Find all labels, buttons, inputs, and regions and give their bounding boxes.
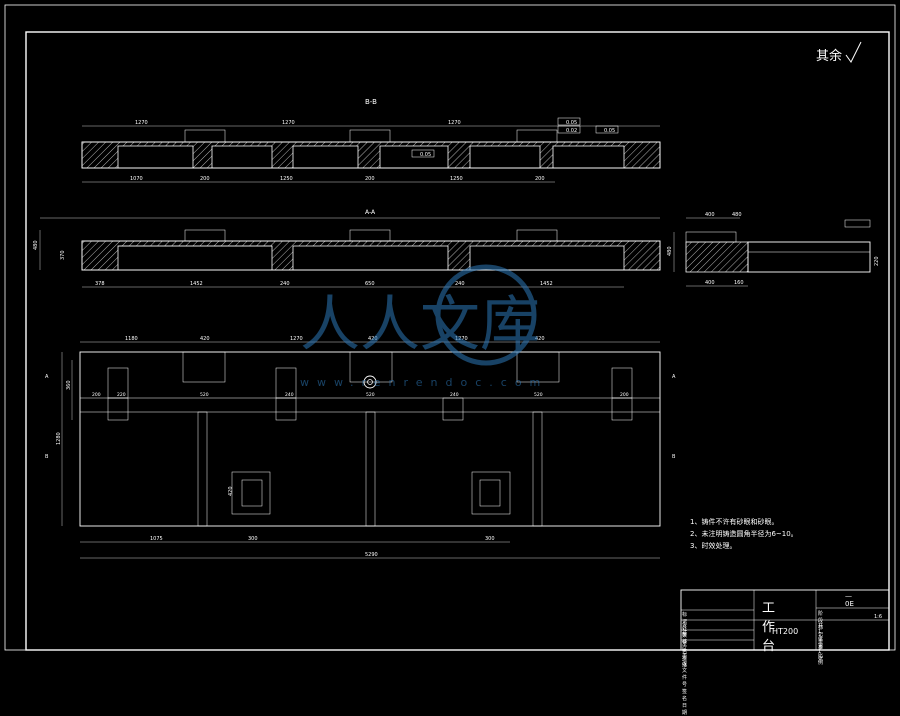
svg-text:0.05: 0.05	[604, 128, 615, 134]
svg-text:480: 480	[732, 212, 742, 218]
svg-text:240: 240	[455, 281, 465, 287]
svg-text:1180: 1180	[125, 336, 138, 342]
svg-text:www.renrendoc.com: www.renrendoc.com	[300, 376, 548, 389]
drawing-number: —0E	[845, 592, 854, 608]
svg-text:378: 378	[95, 281, 105, 287]
svg-text:370: 370	[60, 250, 66, 260]
svg-text:520: 520	[534, 392, 543, 398]
svg-text:1270: 1270	[455, 336, 468, 342]
svg-text:420: 420	[535, 336, 545, 342]
part-name: 工作台	[762, 601, 776, 654]
svg-text:220: 220	[874, 256, 880, 266]
svg-text:1270: 1270	[290, 336, 303, 342]
svg-text:200: 200	[365, 176, 375, 182]
svg-text:0.02: 0.02	[566, 128, 577, 134]
section-bb: B-B 1270 1270 1270 0.05 0.02 0.05 0.05 1…	[81, 98, 661, 183]
left-row: 设计	[682, 622, 688, 635]
svg-text:160: 160	[734, 280, 744, 286]
svg-text:1452: 1452	[540, 281, 553, 287]
material: HT200	[772, 627, 799, 636]
svg-text:0.05: 0.05	[566, 120, 577, 126]
svg-text:人人文库: 人人文库	[300, 290, 540, 360]
svg-text:220: 220	[117, 392, 126, 398]
svg-text:420: 420	[200, 336, 210, 342]
svg-text:1280: 1280	[56, 432, 62, 445]
svg-text:A: A	[672, 374, 676, 380]
total-length: 5290	[365, 552, 378, 558]
svg-text:其余: 其余	[816, 48, 842, 64]
note-line: 1、铸件不许有砂眼和砂眼。	[690, 518, 779, 526]
svg-text:1452: 1452	[190, 281, 203, 287]
svg-text:200: 200	[535, 176, 545, 182]
section-aa: A-A 480 370 378 1452 240 650 240 1452	[33, 209, 661, 288]
left-row: 审核	[682, 632, 688, 645]
technical-notes: 1、铸件不许有砂眼和砂眼。 2、未注明铸造圆角半径为6~10。 3、时效处理。	[690, 516, 798, 552]
svg-text:200: 200	[200, 176, 210, 182]
svg-text:480: 480	[33, 240, 39, 250]
svg-text:240: 240	[285, 392, 294, 398]
svg-text:650: 650	[365, 281, 375, 287]
right-row: 阶段标记 重量 比例	[818, 611, 824, 666]
scale: 1:6	[874, 614, 883, 620]
svg-text:B: B	[672, 454, 676, 460]
watermark: 人人文库 www.renrendoc.com	[300, 264, 548, 389]
svg-text:1070: 1070	[130, 176, 143, 182]
inner-border	[25, 31, 890, 651]
svg-text:1270: 1270	[282, 120, 295, 126]
svg-text:A: A	[45, 374, 49, 380]
svg-text:420: 420	[368, 336, 378, 342]
svg-text:480: 480	[667, 246, 673, 256]
svg-text:360: 360	[66, 380, 72, 390]
svg-text:1270: 1270	[135, 120, 148, 126]
svg-text:240: 240	[280, 281, 290, 287]
svg-text:400: 400	[705, 280, 715, 286]
svg-text:400: 400	[705, 212, 715, 218]
svg-text:240: 240	[450, 392, 459, 398]
svg-text:520: 520	[200, 392, 209, 398]
plan-view: 1180 420 1270 420 1270 420	[45, 336, 676, 559]
left-row: 工艺 批准	[682, 642, 688, 669]
tolerance-frame: 0.05 0.02 0.05 0.05	[411, 117, 619, 158]
section-bb-label: B-B	[365, 98, 377, 106]
right-row: 共 1 张 第 1 张	[818, 623, 824, 662]
svg-text:1250: 1250	[450, 176, 463, 182]
svg-text:B: B	[45, 454, 49, 460]
svg-text:420: 420	[228, 486, 234, 496]
roughness-note: 其余	[816, 41, 862, 64]
drawing-sheet: 其余 B-B 1270 1270 1270 0.05 0.02 0.05 0.0…	[4, 4, 896, 651]
svg-text:300: 300	[485, 536, 495, 542]
svg-text:1270: 1270	[448, 120, 461, 126]
note-line: 2、未注明铸造圆角半径为6~10。	[690, 530, 798, 538]
section-aa-label: A-A	[365, 209, 376, 216]
svg-text:0.05: 0.05	[420, 152, 431, 158]
svg-text:200: 200	[92, 392, 101, 398]
svg-text:1075: 1075	[150, 536, 163, 542]
svg-text:520: 520	[366, 392, 375, 398]
svg-text:1250: 1250	[280, 176, 293, 182]
svg-text:200: 200	[620, 392, 629, 398]
detail-view: 400 480 480 220 400 160	[667, 212, 880, 287]
title-block-frame	[680, 589, 890, 651]
svg-text:300: 300	[248, 536, 258, 542]
note-line: 3、时效处理。	[690, 542, 737, 550]
